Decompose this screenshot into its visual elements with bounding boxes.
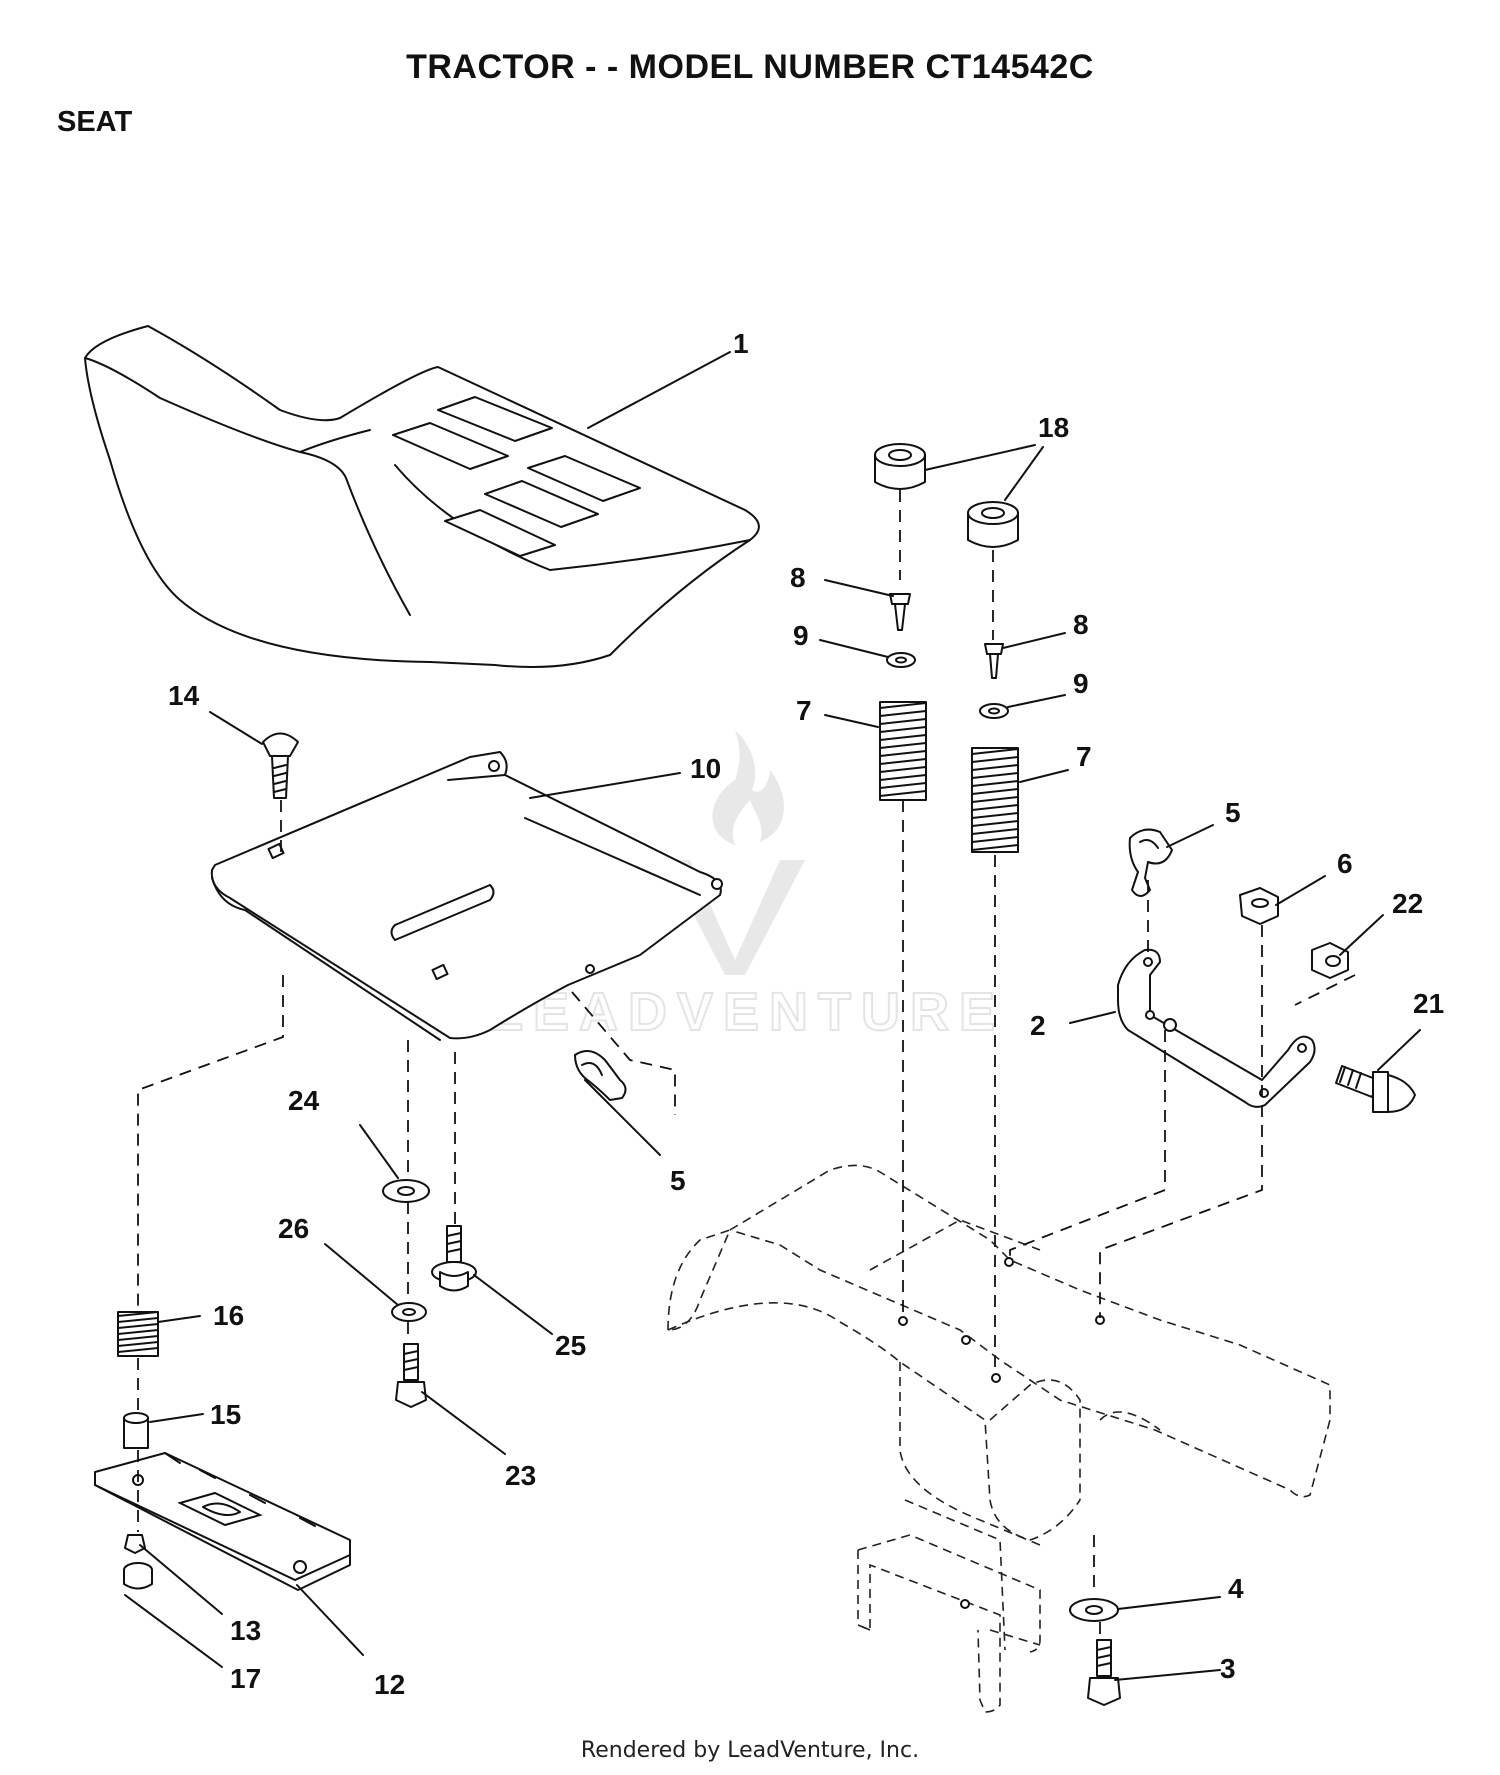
bolt-21-part: [1335, 1065, 1416, 1113]
bushing-18-right-part: [967, 501, 1019, 548]
callout-22: 22: [1392, 888, 1423, 919]
assembly-lines: [137, 490, 1356, 1638]
lock-washer-26-part: [391, 1302, 427, 1322]
bracket-2-part: [1117, 948, 1316, 1108]
hex-bolt-23-part: [395, 1343, 427, 1408]
callout-24: 24: [288, 1085, 320, 1116]
callout-9-right: 9: [1073, 668, 1089, 699]
nut-13-part: [124, 1534, 146, 1554]
flange-bolt-25-part: [431, 1225, 477, 1292]
callout-6: 6: [1337, 848, 1353, 879]
seat-pan-part: [210, 751, 723, 1041]
seat-bracket-12-part: [94, 1452, 351, 1591]
callout-5-left: 5: [670, 1165, 686, 1196]
watermark-text: LEADVENTURE: [490, 982, 1005, 1042]
footer-credit: Rendered by LeadVenture, Inc.: [580, 1738, 920, 1763]
callout-7-right: 7: [1076, 741, 1092, 772]
seat-cushion-panels: [392, 396, 641, 557]
callout-17: 17: [230, 1663, 261, 1694]
callout-2: 2: [1030, 1010, 1046, 1041]
nut-22-part: [1311, 942, 1349, 979]
callout-26: 26: [278, 1213, 309, 1244]
callout-15: 15: [210, 1399, 241, 1430]
spring-7-right-part: [971, 747, 1019, 853]
seat-clip-right-part: [1128, 828, 1173, 897]
seat-clip-left-part: [574, 1050, 627, 1101]
callout-3: 3: [1220, 1653, 1236, 1684]
pin-8-right-part: [984, 643, 1004, 679]
callout-21: 21: [1413, 988, 1444, 1019]
callout-7-left: 7: [796, 695, 812, 726]
callout-16: 16: [213, 1300, 244, 1331]
callout-25: 25: [555, 1330, 586, 1361]
callout-4: 4: [1228, 1573, 1244, 1604]
spring-7-left-part: [879, 701, 927, 801]
callout-14: 14: [168, 680, 200, 711]
callout-18: 18: [1038, 412, 1069, 443]
seat-part: [84, 325, 760, 669]
tractor-frame-outline: [667, 1164, 1331, 1713]
callout-9-left: 9: [793, 620, 809, 651]
callout-23: 23: [505, 1460, 536, 1491]
pin-8-left-part: [889, 593, 911, 631]
washer-24-part: [382, 1179, 430, 1203]
callout-13: 13: [230, 1615, 261, 1646]
callout-8-right: 8: [1073, 609, 1089, 640]
carriage-bolt-part: [262, 732, 299, 799]
callout-labels: 1 18 8 8 9 9 7 7 5 6 22 2 21 10 14 5 24 …: [168, 328, 1444, 1700]
callout-leaders: [124, 351, 1421, 1681]
leadventure-watermark: LEADVENTURE: [489, 730, 1005, 1043]
nut-17-part: [123, 1562, 153, 1590]
bushing-18-left-part: [874, 443, 926, 490]
bolt-3-part: [1087, 1639, 1121, 1706]
callout-12: 12: [374, 1669, 405, 1700]
washer-4-part: [1069, 1598, 1119, 1622]
page-title: TRACTOR - - MODEL NUMBER CT14542C: [406, 48, 1094, 86]
section-title: SEAT: [57, 106, 133, 138]
callout-10: 10: [690, 753, 721, 784]
washer-9-right-part: [979, 703, 1009, 719]
spring-16-part: [117, 1311, 159, 1357]
callout-5-right: 5: [1225, 797, 1241, 828]
washer-9-left-part: [886, 652, 916, 668]
spacer-15-part: [123, 1412, 149, 1449]
callout-1: 1: [733, 328, 749, 359]
callout-8-left: 8: [790, 562, 806, 593]
nut-6-part: [1239, 887, 1279, 925]
